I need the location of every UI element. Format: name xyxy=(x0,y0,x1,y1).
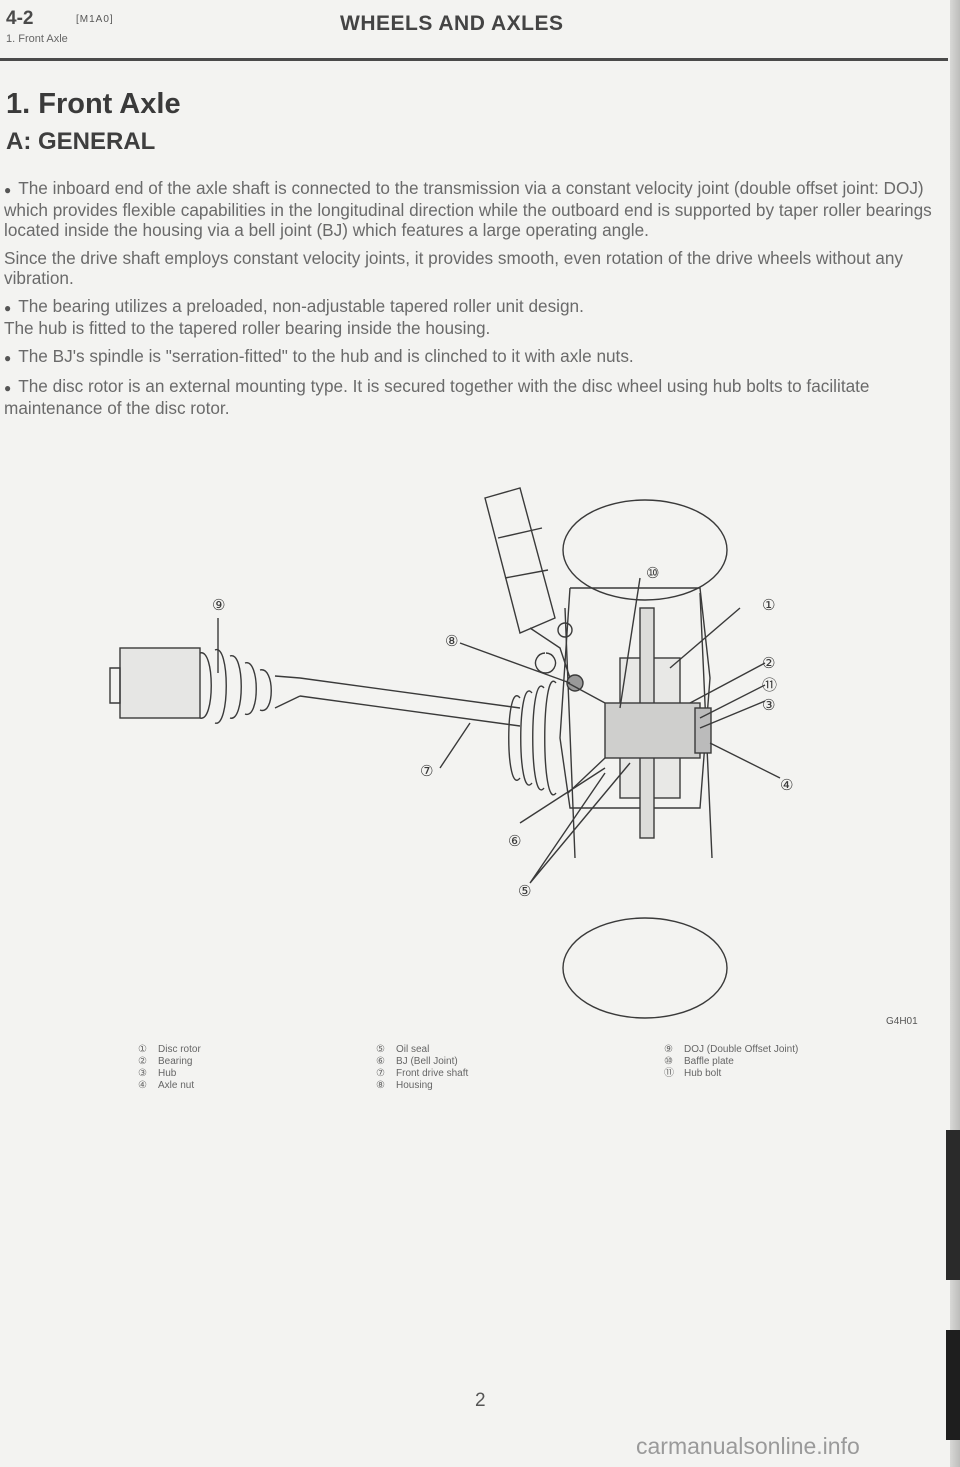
chapter-title: WHEELS AND AXLES xyxy=(340,12,564,35)
callout-1: ① xyxy=(762,596,775,614)
callout-5: ⑤ xyxy=(518,882,531,900)
paragraph: ●The inboard end of the axle shaft is co… xyxy=(4,178,932,240)
figure-code: G4H01 xyxy=(886,1016,918,1027)
bj-boot xyxy=(508,680,606,796)
section-title: 1. Front Axle xyxy=(6,88,181,120)
bullet-icon: ● xyxy=(4,351,12,365)
subheading: A: GENERAL xyxy=(6,128,156,155)
callout-8: ⑧ xyxy=(445,632,458,650)
callout-10: ⑩ xyxy=(646,564,659,582)
drive-shaft xyxy=(299,677,521,727)
tire-lower xyxy=(562,917,728,1019)
bullet-icon: ● xyxy=(4,301,12,315)
section-tag: [M1A0] xyxy=(76,14,114,25)
subsection-label: 1. Front Axle xyxy=(6,33,68,45)
bullet-icon: ● xyxy=(4,183,12,197)
callout-4: ④ xyxy=(780,776,793,794)
callout-3: ③ xyxy=(762,696,775,714)
callout-11: ⑪ xyxy=(762,676,777,694)
callout-2: ② xyxy=(762,654,775,672)
page-number: 2 xyxy=(475,1390,486,1411)
page-edge-shadow xyxy=(946,1130,960,1280)
page-edge-shadow xyxy=(946,1330,960,1440)
tire-upper xyxy=(562,499,728,601)
housing xyxy=(559,587,711,809)
paragraph: ●The bearing utilizes a preloaded, non-a… xyxy=(4,296,584,338)
page-code: 4-2 xyxy=(6,8,34,29)
watermark: carmanualsonline.info xyxy=(636,1433,860,1459)
header-divider xyxy=(0,58,948,61)
front-axle-diagram: ① ② ⑪ ③ ④ ⑤ ⑥ ⑦ ⑧ ⑨ ⑩ xyxy=(109,487,793,1019)
doj-boot xyxy=(199,649,301,724)
strut xyxy=(484,487,556,634)
doj xyxy=(119,647,201,719)
bullet-icon: ● xyxy=(4,381,12,395)
body-text: ●The inboard end of the axle shaft is co… xyxy=(4,178,949,426)
callout-6: ⑥ xyxy=(508,832,521,850)
paragraph: Since the drive shaft employs constant v… xyxy=(4,248,903,288)
callout-9: ⑨ xyxy=(212,596,225,614)
paragraph: ●The BJ's spindle is "serration-fitted" … xyxy=(4,346,634,366)
callout-7: ⑦ xyxy=(420,762,433,780)
page-edge xyxy=(950,0,960,1467)
paragraph: ●The disc rotor is an external mounting … xyxy=(4,376,870,418)
